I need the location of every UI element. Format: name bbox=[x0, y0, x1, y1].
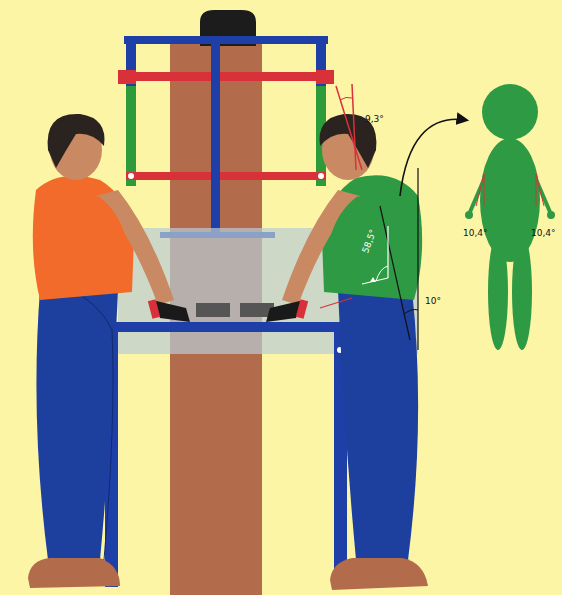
angle-label: 10,4° bbox=[462, 228, 489, 239]
angle-label: 10,4° bbox=[530, 228, 557, 239]
left-worker bbox=[28, 114, 190, 588]
angle-label: 10° bbox=[424, 296, 442, 307]
right-worker bbox=[266, 114, 428, 590]
angle-label: 9,3° bbox=[364, 114, 385, 125]
front-view-figure bbox=[465, 84, 555, 350]
